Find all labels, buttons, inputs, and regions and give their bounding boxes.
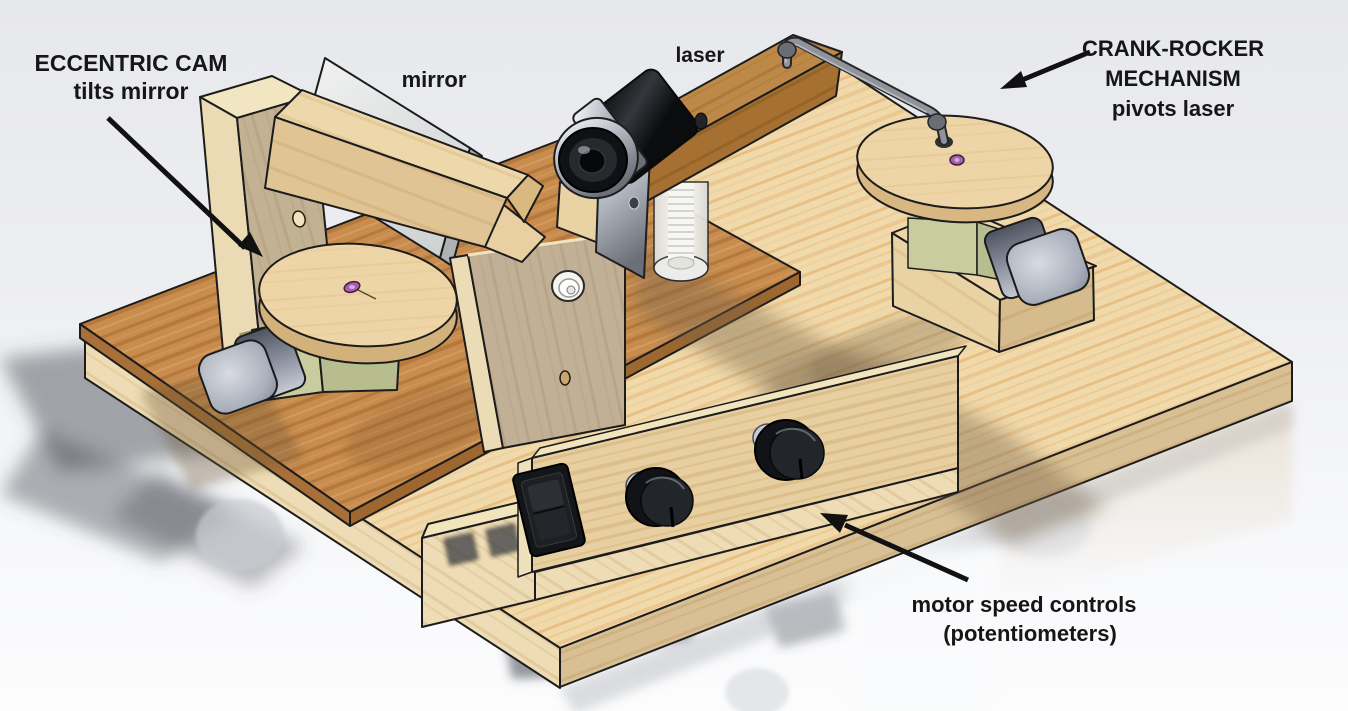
- laser-aperture: [578, 148, 606, 174]
- beam-front-face: [264, 116, 508, 248]
- connecting-rod: [777, 36, 953, 148]
- pivot-post: [653, 181, 709, 282]
- floor-reflection: [196, 405, 1292, 711]
- annotations: ECCENTRIC CAM tilts mirror mirror laser …: [35, 36, 1265, 646]
- label-laser: laser: [675, 44, 724, 67]
- mirror-rocker-beam: [264, 89, 544, 248]
- arrow-crank-rocker: [1000, 49, 1091, 89]
- white-bolt: [551, 270, 585, 302]
- label-motor-controls-1: motor speed controls: [912, 592, 1137, 617]
- arrow-eccentric-cam: [106, 116, 263, 257]
- base-front-right-edge: [559, 361, 1293, 688]
- motor-reflection: [196, 499, 284, 571]
- eccentric-cam-disc: [258, 242, 458, 365]
- rod-elbow-right: [927, 113, 947, 131]
- crank-disc: [856, 114, 1054, 224]
- laser-arm-assembly: [553, 34, 843, 279]
- bracket-hole-lower: [628, 196, 640, 210]
- control-panel: [512, 345, 967, 578]
- power-switch[interactable]: [512, 462, 586, 558]
- upright-hole: [292, 210, 306, 228]
- arrow-motor-controls: [820, 513, 970, 583]
- eccentric-cam-assembly: [198, 242, 458, 415]
- middle-support-block: [449, 231, 626, 453]
- label-crank-rocker-2: MECHANISM: [1105, 66, 1241, 91]
- label-eccentric-cam-1: ECCENTRIC CAM: [35, 50, 228, 76]
- laser-module: [553, 68, 708, 279]
- knob-right-indicator: [798, 458, 804, 480]
- gearbox-left-face: [907, 217, 978, 276]
- crank-rocker-assembly: [856, 114, 1097, 353]
- label-motor-controls-2: (potentiometers): [943, 621, 1117, 646]
- label-eccentric-cam-2: tilts mirror: [73, 78, 188, 104]
- label-mirror: mirror: [402, 67, 467, 92]
- knob-left-face: [640, 475, 694, 527]
- label-crank-rocker-3: pivots laser: [1112, 96, 1235, 121]
- arrowhead: [1000, 71, 1027, 89]
- rod-elbow-left: [777, 41, 797, 59]
- knob-left-indicator: [669, 506, 675, 528]
- label-crank-rocker-1: CRANK-ROCKER: [1082, 36, 1264, 61]
- knob-reflection: [725, 668, 789, 711]
- knob-right-face: [769, 426, 825, 480]
- speed-knob-left[interactable]: [625, 467, 694, 528]
- motor-cap: [1005, 228, 1091, 306]
- crank-gearmotor: [907, 216, 1091, 306]
- arrowhead: [820, 513, 848, 533]
- block-hole: [559, 370, 571, 386]
- cam-disc-top: [258, 242, 458, 348]
- laser-back-nub: [694, 112, 708, 130]
- cam-motor-cap: [198, 339, 278, 415]
- arrowhead: [238, 232, 263, 257]
- speed-knob-right[interactable]: [752, 419, 825, 481]
